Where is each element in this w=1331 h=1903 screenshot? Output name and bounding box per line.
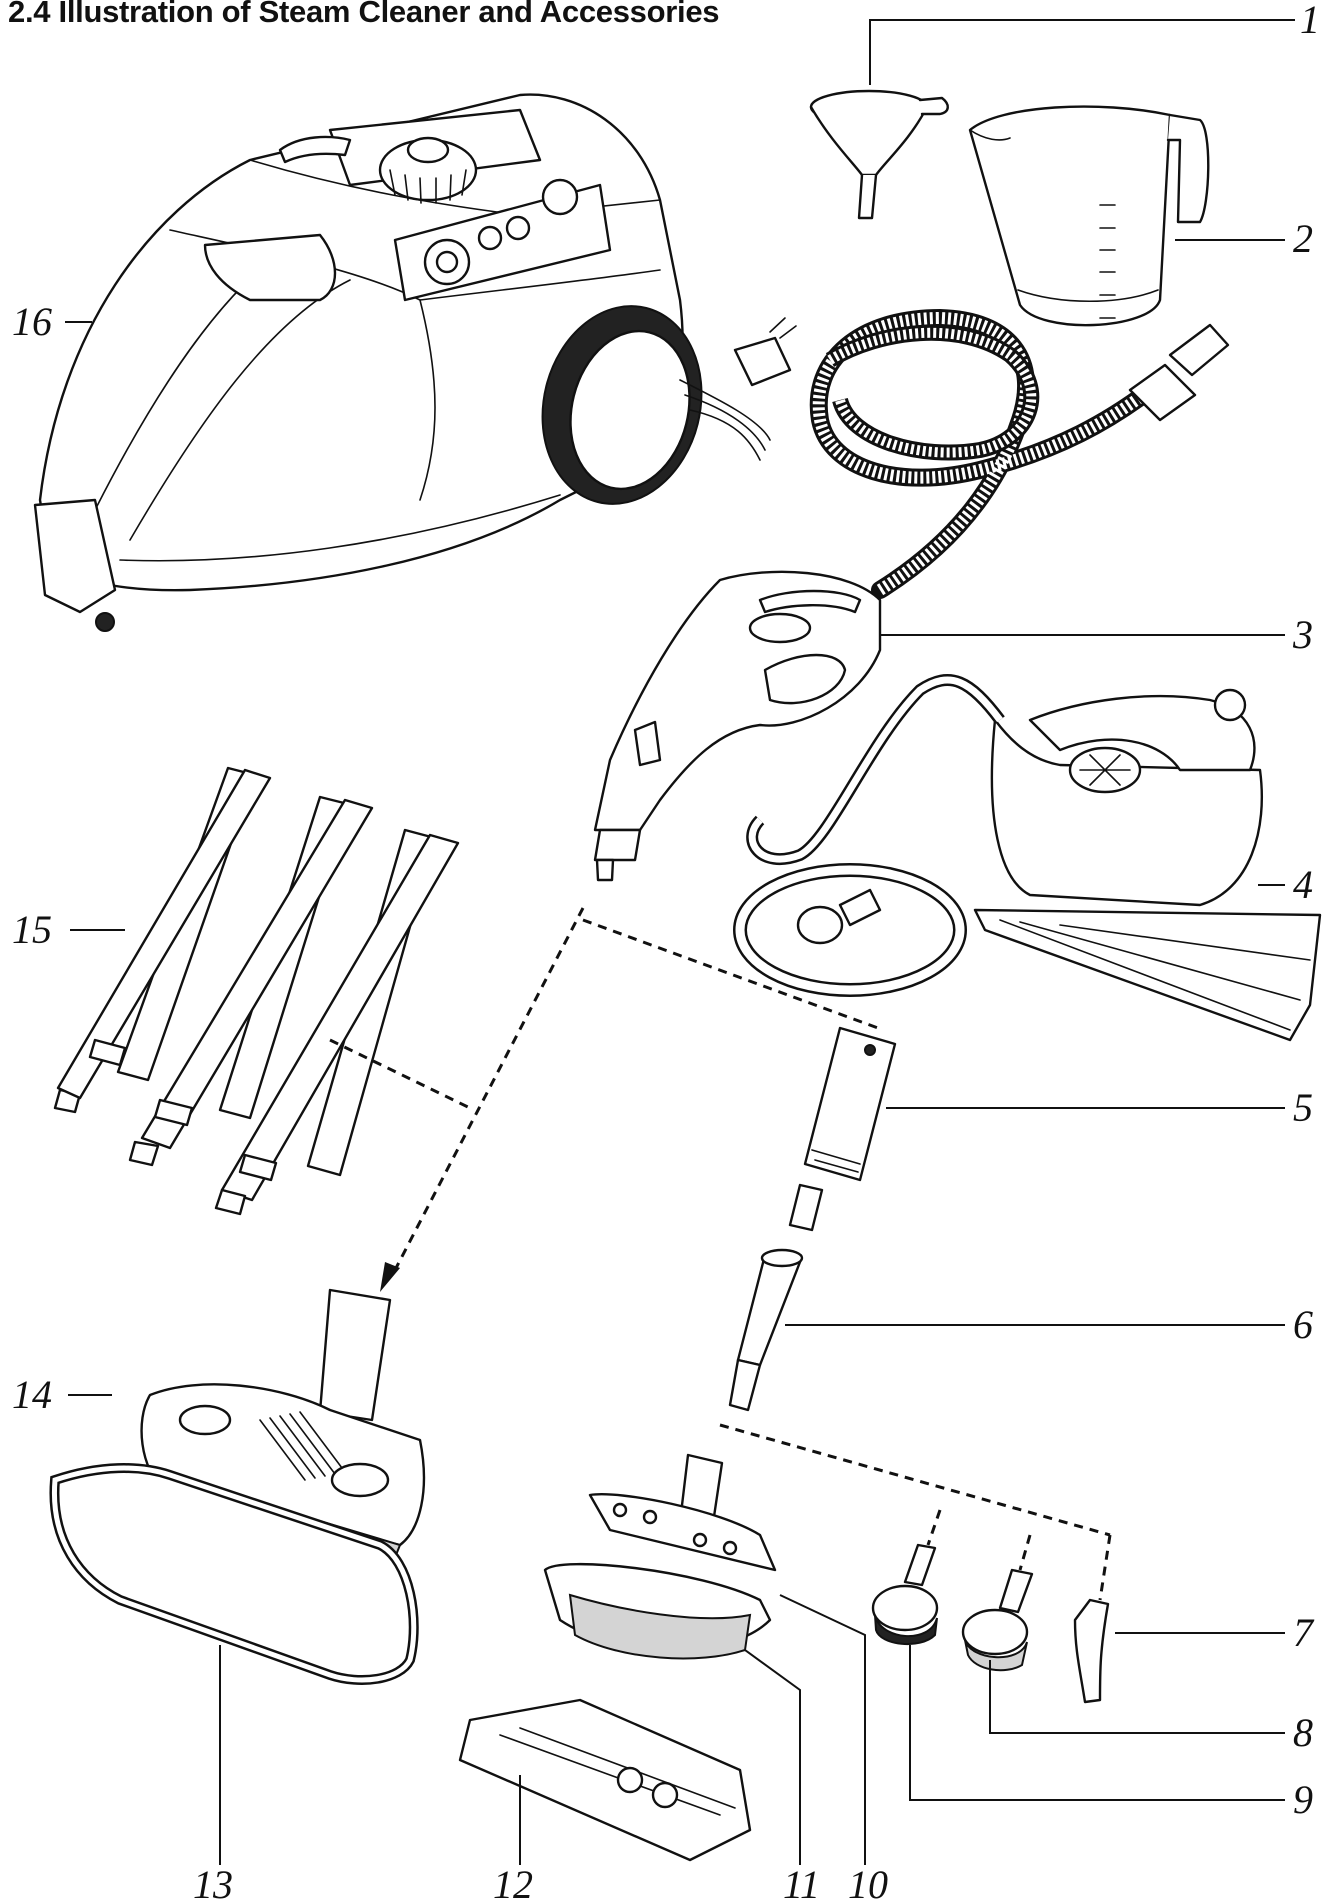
extension-nozzle — [788, 1026, 897, 1232]
callout-15: 15 — [12, 907, 52, 952]
point-jet-nozzle — [728, 1248, 804, 1412]
callout-4: 4 — [1293, 862, 1313, 907]
callout-3: 3 — [1292, 612, 1313, 657]
steam-iron — [733, 674, 1322, 1042]
measuring-jug — [968, 105, 1210, 327]
callout-1: 1 — [1300, 0, 1320, 42]
callout-9: 9 — [1293, 1777, 1313, 1822]
steam-hose — [809, 308, 1230, 599]
arrowhead — [380, 1262, 400, 1292]
callout-14: 14 — [12, 1372, 52, 1417]
callout-16: 16 — [12, 299, 52, 344]
angled-nozzle — [1073, 1598, 1110, 1704]
round-brush-grey — [961, 1568, 1034, 1672]
callout-11: 11 — [783, 1862, 820, 1903]
cloth-pad — [49, 1463, 419, 1685]
window-cleaner-base — [458, 1698, 752, 1862]
round-brush-black — [871, 1543, 939, 1646]
assembly-lines — [329, 907, 1112, 1601]
callout-13: 13 — [193, 1862, 233, 1903]
callout-2: 2 — [1293, 216, 1313, 261]
callout-6: 6 — [1293, 1302, 1313, 1347]
steam-gun-handle — [593, 570, 882, 882]
callout-5: 5 — [1293, 1085, 1313, 1130]
window-wiper — [543, 1453, 777, 1660]
steam-cleaner-body — [33, 93, 797, 632]
page-title: 2.4 Illustration of Steam Cleaner and Ac… — [8, 0, 720, 29]
callout-7: 7 — [1293, 1610, 1315, 1655]
callout-12: 12 — [493, 1862, 533, 1903]
extension-tubes — [53, 766, 460, 1216]
callout-10: 10 — [848, 1862, 888, 1903]
callout-8: 8 — [1293, 1710, 1313, 1755]
leader-lines — [65, 19, 1295, 1865]
funnel — [809, 89, 949, 220]
callout-numbers: 1 2 3 4 5 6 7 8 9 10 11 12 13 14 15 16 — [12, 0, 1320, 1903]
